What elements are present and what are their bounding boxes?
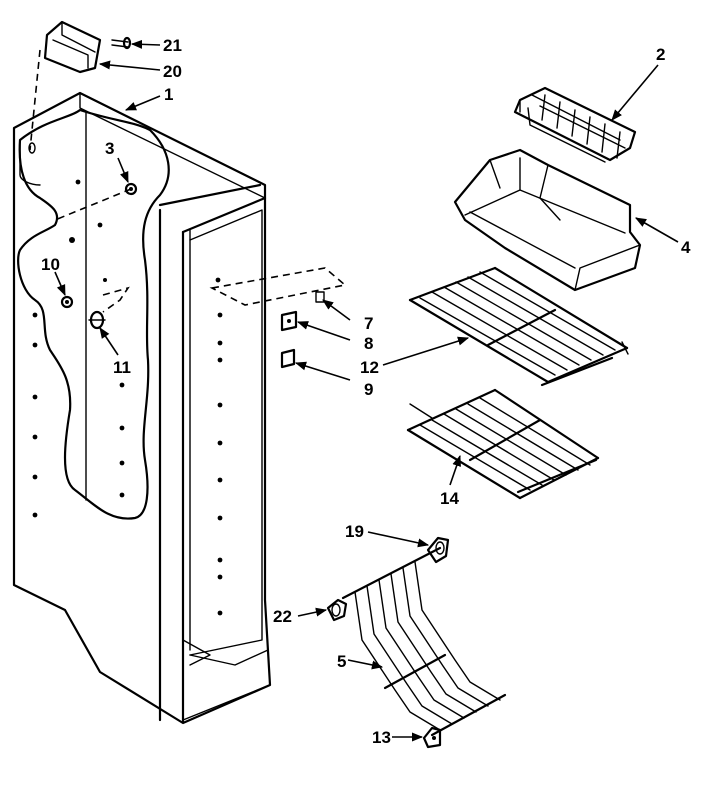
label-part-11: 11 xyxy=(113,358,131,377)
label-part-12: 12 xyxy=(360,358,379,377)
wire-rack-part-5 xyxy=(341,546,507,737)
end-cap-part-19 xyxy=(426,536,450,564)
label-part-19: 19 xyxy=(345,522,364,541)
fastener-part-11 xyxy=(88,278,130,330)
label-part-10: 10 xyxy=(41,255,60,274)
end-cap-part-13 xyxy=(422,726,442,749)
label-part-14: 14 xyxy=(440,489,459,508)
label-part-5: 5 xyxy=(337,652,346,671)
wire-shelf-part-12 xyxy=(408,266,629,387)
support-part-7 xyxy=(315,291,325,303)
bin-part-4 xyxy=(453,148,642,292)
label-part-8: 8 xyxy=(364,334,373,353)
label-part-13: 13 xyxy=(372,728,391,747)
label-part-4: 4 xyxy=(681,238,691,257)
label-part-21: 21 xyxy=(163,36,182,55)
bracket-part-20 xyxy=(29,20,102,151)
support-part-9 xyxy=(280,348,296,369)
end-cap-part-22 xyxy=(326,598,348,622)
label-part-22: 22 xyxy=(273,607,292,626)
support-part-8 xyxy=(280,310,298,332)
label-part-9: 9 xyxy=(364,380,373,399)
label-part-7: 7 xyxy=(364,314,373,333)
label-part-1: 1 xyxy=(164,85,173,104)
wire-shelf-part-14 xyxy=(406,388,600,500)
label-part-3: 3 xyxy=(105,139,114,158)
label-part-20: 20 xyxy=(163,62,182,81)
liner-part-1 xyxy=(12,91,272,725)
callout-labels: 21 20 1 3 2 4 10 11 7 8 9 12 14 19 22 5 … xyxy=(41,36,691,747)
clip-part-10 xyxy=(60,295,74,309)
leader-lines xyxy=(54,39,679,742)
screw-part-21 xyxy=(111,36,132,50)
label-part-2: 2 xyxy=(656,45,665,64)
dashed-guide-shelf-supports xyxy=(209,267,347,306)
ice-tray-part-2 xyxy=(513,86,637,163)
grommet-part-3 xyxy=(54,182,138,221)
